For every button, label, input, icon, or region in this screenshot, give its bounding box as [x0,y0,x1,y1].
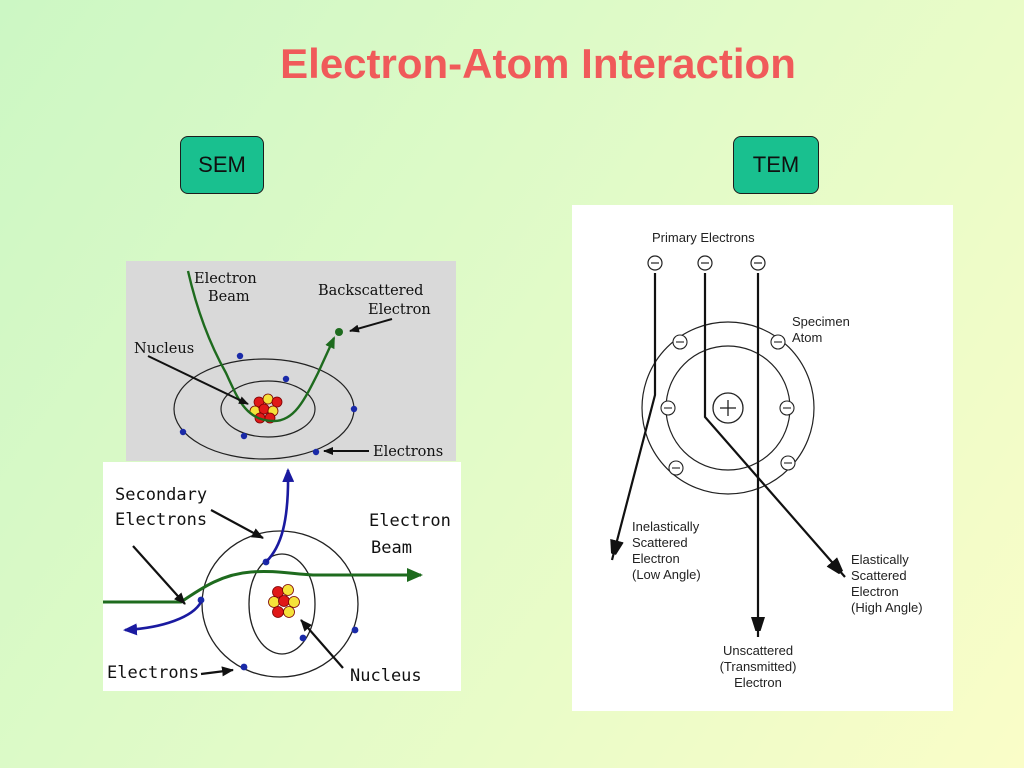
orbit-electron-icon [779,400,795,416]
backscattered-label: Electron [368,302,431,318]
electron-dot [179,428,187,436]
backscattered-pointer [349,318,393,333]
secondary-label: Secondary [115,485,207,505]
primary-electron-icon [647,255,663,271]
elastic-label: Electron [851,584,899,599]
orbit-electron-icon [770,334,786,350]
nucleus-label: Nucleus [134,341,194,357]
sem-secondary-diagram: Secondary Electrons Electron Beam Electr… [103,462,461,691]
inelastic-label: (Low Angle) [632,567,701,582]
electron-dot [351,626,359,634]
nucleus-pointer [300,619,344,669]
beam-label: Electron [369,511,451,531]
electron-dot [240,663,248,671]
nucleus-pointer [147,355,249,405]
tem-label-box: TEM [733,136,819,194]
specimen-label: Specimen [792,314,850,329]
electron-dot [350,405,358,413]
unscattered-label: Electron [734,675,782,690]
inelastic-label: Electron [632,551,680,566]
electron-dot [312,448,320,456]
backscattered-label: Backscattered [318,283,423,299]
elastic-label: (High Angle) [851,600,923,615]
sem-backscatter-diagram: Electron Beam Backscattered Electron Nuc… [126,261,456,461]
elastic-path [703,273,845,577]
electron-dot [299,634,307,642]
inner-orbit [220,380,316,438]
nucleus-cluster [268,584,300,618]
beam-label: Beam [371,538,412,558]
tem-diagram: Primary Electrons [572,205,953,711]
inner-orbit [248,553,316,655]
unscattered-label: (Transmitted) [720,659,797,674]
primary-electrons-label: Primary Electrons [652,230,755,245]
outer-orbit [201,530,359,678]
inelastic-label: Inelastically [632,519,700,534]
secondary-pointer [132,545,186,605]
electron-dot [240,432,248,440]
beam-label: Beam [208,289,250,305]
orbit-electron-icon [780,455,796,471]
electrons-label: Electrons [373,444,443,460]
tem-background [572,205,953,711]
primary-electron-icon [750,255,766,271]
secondary-label: Electrons [115,510,207,530]
nucleus-plus-icon [712,392,744,424]
nucleus-label: Nucleus [350,666,422,686]
specimen-label: Atom [792,330,822,345]
beam-path [103,568,423,604]
electrons-label: Electrons [107,663,199,683]
electron-dot [236,352,244,360]
backscattered-electron-dot [335,328,343,336]
secondary-electron-path [123,601,203,636]
electrons-pointer [200,666,234,677]
beam-label: Electron [194,271,257,287]
outer-orbit [641,321,815,495]
secondary-pointer [210,509,264,539]
inelastic-label: Scattered [632,535,688,550]
inelastic-path [612,273,657,561]
page-title: Electron-Atom Interaction [280,40,796,87]
electron-dot [282,375,290,383]
orbit-electron-icon [660,400,676,416]
elastic-label: Elastically [851,552,909,567]
unscattered-label: Unscattered [723,643,793,658]
orbit-electron-icon [672,334,688,350]
primary-electron-icon [697,255,713,271]
nucleus-cluster [249,393,283,424]
elastic-label: Scattered [851,568,907,583]
secondary-electron-path [265,468,295,563]
orbit-electron-icon [668,460,684,476]
electron-dot [197,596,205,604]
sem-label-box: SEM [180,136,264,194]
